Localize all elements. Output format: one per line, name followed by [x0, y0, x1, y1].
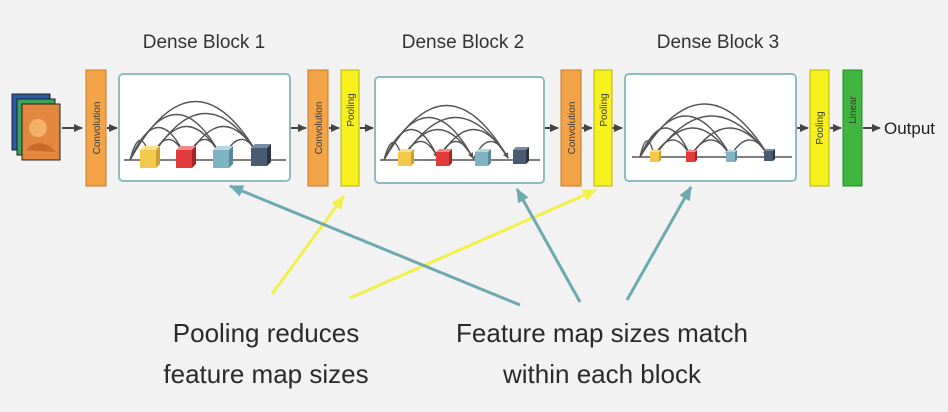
- teal-arrow: [515, 188, 582, 303]
- dense-block-3: [624, 73, 797, 182]
- feature-map-1: [398, 149, 414, 166]
- convolution-label: Convolution: [567, 102, 578, 155]
- feature-map-4: [513, 147, 529, 164]
- feature-map-1: [140, 146, 160, 168]
- feature-map-3: [726, 150, 737, 162]
- pooling-layer-3: Pooling: [809, 69, 830, 187]
- pooling-annotation-arrows: [270, 188, 597, 300]
- dense-block-2: [374, 76, 545, 184]
- yellow-arrow: [270, 195, 346, 295]
- caption-pooling-line2: feature map sizes: [163, 359, 368, 389]
- convolution-label: Convolution: [92, 102, 103, 155]
- dense-connection-arcs: [383, 104, 509, 161]
- dense-block-3-title: Dense Block 3: [657, 32, 780, 53]
- feature-map-4: [764, 149, 775, 161]
- feature-map-3: [475, 149, 491, 166]
- feature-map-1: [650, 150, 661, 162]
- dense-block-1-title: Dense Block 1: [143, 32, 266, 53]
- input-image-icon: [11, 93, 61, 161]
- output-label: Output: [884, 119, 935, 138]
- pooling-layer-2: Pooling: [593, 69, 613, 187]
- feature-map-2: [686, 150, 697, 162]
- convolution-layer-1: Convolution: [85, 69, 107, 187]
- feature-map-4: [251, 144, 271, 166]
- convolution-layer-2: Convolution: [307, 69, 329, 187]
- feature-map-2: [176, 146, 196, 168]
- convolution-layer-3: Convolution: [560, 69, 582, 187]
- teal-arrow: [229, 184, 521, 307]
- teal-arrow: [625, 186, 693, 301]
- yellow-arrow: [349, 188, 597, 300]
- feature-map-2: [436, 149, 452, 166]
- caption-pooling-line1: Pooling reduces: [173, 318, 359, 348]
- linear-layer: Linear: [842, 69, 863, 187]
- convolution-label: Convolution: [314, 102, 325, 155]
- caption-feature-line1: Feature map sizes match: [456, 318, 748, 348]
- linear-label: Linear: [848, 95, 859, 123]
- pooling-layer-1: Pooling: [340, 69, 360, 187]
- feature-map-3: [213, 146, 233, 168]
- feature-map-annotation-arrows: [229, 184, 693, 307]
- pooling-label: Pooling: [815, 111, 826, 144]
- dense-block-2-title: Dense Block 2: [402, 32, 525, 53]
- dense-block-1: [118, 73, 291, 182]
- pooling-label: Pooling: [599, 93, 610, 126]
- caption-feature-line2: within each block: [502, 359, 702, 389]
- pooling-label: Pooling: [346, 93, 357, 126]
